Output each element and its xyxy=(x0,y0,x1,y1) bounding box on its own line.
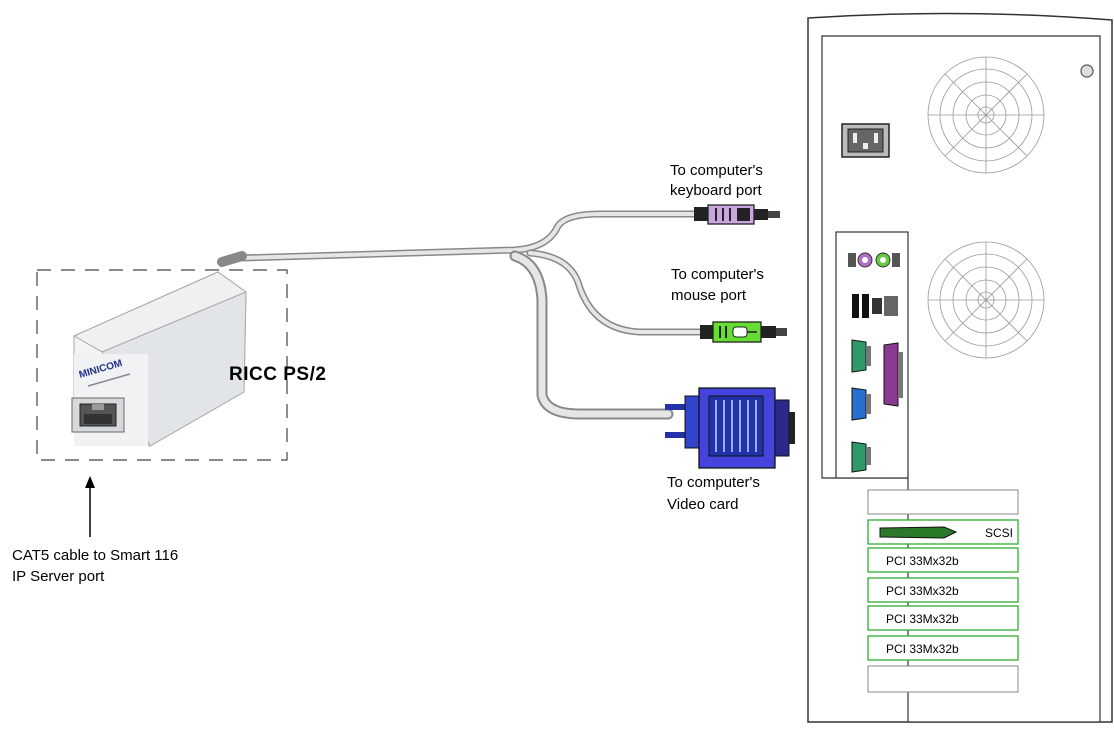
device-outline xyxy=(36,269,288,461)
screw-icon xyxy=(1080,64,1094,78)
rj45-port-icon xyxy=(71,397,125,433)
slot-label: SCSI xyxy=(985,526,1013,540)
serial-port-icon xyxy=(851,339,871,373)
cat5-label-line1: CAT5 cable to Smart 116 xyxy=(12,547,179,564)
vga-plug-icon xyxy=(665,387,795,469)
pci-slot: PCI 33Mx32b xyxy=(867,635,1019,661)
empty-slot xyxy=(867,665,1019,693)
computer-tower: SCSI PCI 33Mx32b PCI 33Mx32b PCI 33Mx32b… xyxy=(807,12,1113,723)
ps2-ports-icon xyxy=(848,252,900,268)
pci-slot: PCI 33Mx32b xyxy=(867,605,1019,631)
cable-bundle xyxy=(217,210,704,420)
video-card-label-line1: To computer's xyxy=(667,474,760,491)
video-card-label-line2: Video card xyxy=(667,496,739,513)
pci-slot: PCI 33Mx32b xyxy=(867,577,1019,603)
device-name: RICC PS/2 xyxy=(229,364,327,385)
keyboard-port-label-line2: keyboard port xyxy=(670,182,762,199)
slot-label: PCI 33Mx32b xyxy=(886,612,959,626)
power-socket-icon xyxy=(841,123,890,158)
slot-label: PCI 33Mx32b xyxy=(886,584,959,598)
ps2-mouse-plug-icon xyxy=(700,321,787,343)
empty-slot xyxy=(867,489,1019,515)
mouse-port-label-line1: To computer's xyxy=(671,266,764,283)
scsi-slot: SCSI xyxy=(867,519,1019,545)
cat5-arrow xyxy=(85,476,95,537)
serial-port-icon xyxy=(851,441,871,473)
fan-icon xyxy=(927,241,1045,359)
fan-icon xyxy=(927,56,1045,174)
usb-ports-icon xyxy=(852,294,898,318)
vga-port-icon xyxy=(851,387,871,421)
mouse-port-label-line2: mouse port xyxy=(671,287,747,304)
keyboard-port-label-line1: To computer's xyxy=(670,162,763,179)
ricc-device: MINICOM xyxy=(36,269,288,461)
pci-slot: PCI 33Mx32b xyxy=(867,547,1019,573)
ps2-keyboard-plug-icon xyxy=(694,204,780,225)
slot-label: PCI 33Mx32b xyxy=(886,554,959,568)
parallel-port-icon xyxy=(883,342,903,407)
cat5-label-line2: IP Server port xyxy=(12,568,105,585)
slot-label: PCI 33Mx32b xyxy=(886,642,959,656)
